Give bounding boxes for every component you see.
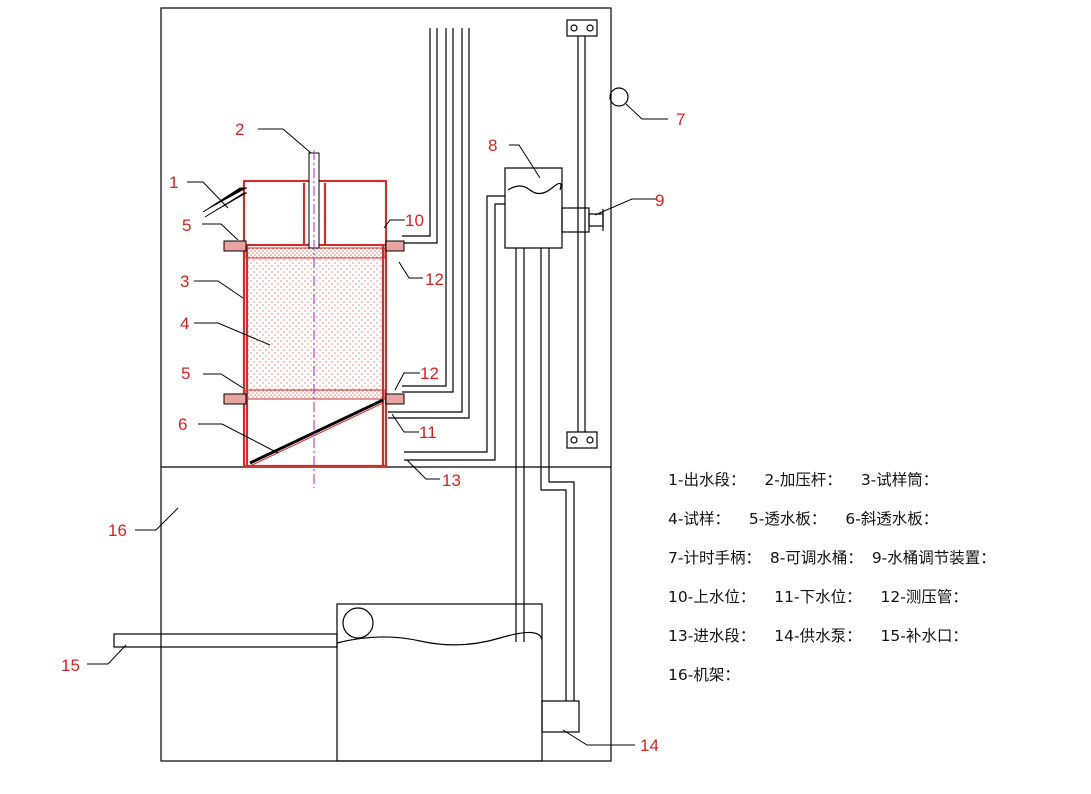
callout-10: 10 xyxy=(405,211,424,230)
refill-port-pipe xyxy=(113,633,338,648)
callout-5-top: 5 xyxy=(182,216,191,235)
bucket-adjuster xyxy=(561,19,604,449)
callout-11: 11 xyxy=(419,423,437,442)
sample-cylinder xyxy=(202,150,405,488)
legend-row: 7-计时手柄： 8-可调水桶： 9-水桶调节装置： xyxy=(668,544,1078,583)
legend-item: 10-上水位： xyxy=(668,588,756,606)
legend-item: 7-计时手柄： xyxy=(668,549,761,567)
callout-5-bottom: 5 xyxy=(181,364,190,383)
inlet-pipe xyxy=(404,195,505,461)
legend-item: 16-机架： xyxy=(668,666,740,684)
callout-labels: 1 2 3 4 5 5 6 7 8 9 10 11 12 12 13 14 15… xyxy=(61,110,685,755)
callout-16: 16 xyxy=(108,521,127,540)
legend-row: 13-进水段： 14-供水泵： 15-补水口： xyxy=(668,622,1078,661)
legend-item: 8-可调水桶： xyxy=(769,549,863,567)
legend-item: 9-水桶调节装置： xyxy=(871,549,996,567)
legend-item: 12-测压管： xyxy=(880,588,968,606)
callout-7: 7 xyxy=(676,110,685,129)
legend-item: 5-透水板： xyxy=(748,510,827,528)
supply-tank xyxy=(336,603,543,762)
legend-item: 14-供水泵： xyxy=(774,627,862,645)
legend-item: 2-加压杆： xyxy=(764,471,842,489)
legend-row: 4-试样： 5-透水板： 6-斜透水板： xyxy=(668,505,1078,544)
leader-lines xyxy=(87,103,668,746)
callout-3: 3 xyxy=(180,272,189,291)
callout-15: 15 xyxy=(61,656,80,675)
legend-row: 10-上水位： 11-下水位： 12-测压管： xyxy=(668,583,1078,622)
legend-item: 13-进水段： xyxy=(668,627,756,645)
legend-item: 1-出水段： xyxy=(668,471,746,489)
supply-pump xyxy=(541,700,580,733)
callout-6: 6 xyxy=(178,415,187,434)
callout-4: 4 xyxy=(180,314,189,333)
legend-item: 4-试样： xyxy=(668,510,730,528)
legend-item: 15-补水口： xyxy=(880,627,968,645)
supply-pipes xyxy=(515,248,575,701)
callout-2: 2 xyxy=(235,120,244,139)
callout-1: 1 xyxy=(169,173,178,192)
legend-row: 16-机架： xyxy=(668,661,1078,700)
piezometer-tubes xyxy=(388,28,470,419)
callout-9: 9 xyxy=(655,191,664,210)
callout-14: 14 xyxy=(640,736,659,755)
legend-item: 6-斜透水板： xyxy=(845,510,939,528)
callout-13: 13 xyxy=(442,471,461,490)
callout-12-top: 12 xyxy=(425,270,444,289)
legend-row: 1-出水段： 2-加压杆： 3-试样筒： xyxy=(668,466,1078,505)
legend: 1-出水段： 2-加压杆： 3-试样筒： 4-试样： 5-透水板： 6-斜透水板… xyxy=(668,466,1078,700)
legend-item: 11-下水位： xyxy=(774,588,862,606)
callout-8: 8 xyxy=(488,136,497,155)
timer-handle xyxy=(609,87,629,107)
callout-12-bottom: 12 xyxy=(420,364,439,383)
adjustable-bucket xyxy=(504,167,563,249)
legend-item: 3-试样筒： xyxy=(860,471,939,489)
